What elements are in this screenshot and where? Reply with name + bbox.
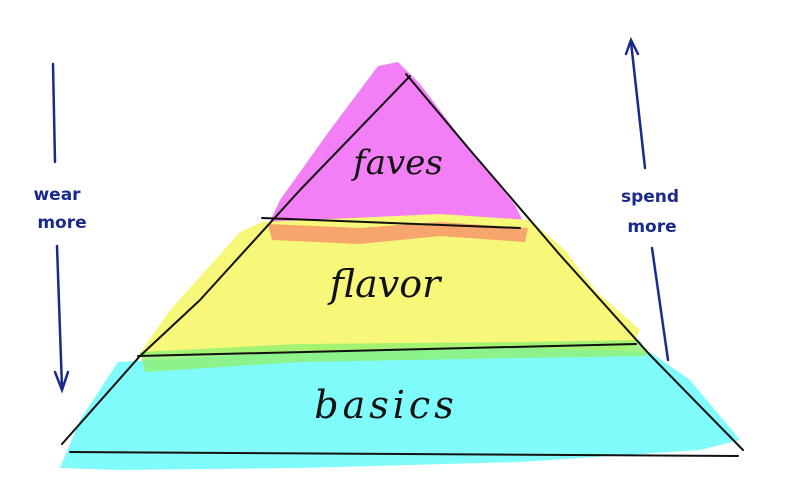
- tier-label-basics: basics: [314, 383, 457, 427]
- pyramid-outline: [61, 73, 744, 457]
- right-arrow-shaft-top: [629, 40, 647, 170]
- left-arrow-label-line1: wear: [33, 185, 81, 205]
- faves-flavor-overlap: [268, 222, 528, 244]
- right-arrow-group: [624, 36, 670, 362]
- pyramid-base-line: [69, 451, 739, 457]
- flavor-fill: [138, 214, 640, 356]
- pyramid-left-edge: [61, 75, 411, 445]
- right-arrow-shaft-bottom: [650, 246, 670, 362]
- tier-label-faves: faves: [350, 143, 443, 183]
- divider-faves-flavor: [261, 217, 521, 229]
- down-arrow-head-icon: [53, 370, 70, 394]
- pyramid-right-edge: [405, 73, 744, 451]
- tier-label-flavor: flavor: [327, 262, 443, 306]
- left-arrow-label-line2: more: [37, 213, 86, 233]
- left-arrow-shaft-bottom: [55, 244, 64, 390]
- right-arrow-label-line1: spend: [621, 187, 679, 207]
- left-arrow-shaft-top: [51, 62, 57, 164]
- up-arrow-head-icon: [624, 36, 640, 56]
- tier-fills: [60, 62, 740, 470]
- left-arrow-group: [51, 62, 70, 394]
- divider-flavor-basics: [137, 343, 637, 357]
- faves-fill: [268, 62, 528, 232]
- right-arrow-label-line2: more: [627, 217, 676, 237]
- flavor-basics-overlap: [140, 340, 648, 372]
- basics-fill: [60, 348, 740, 470]
